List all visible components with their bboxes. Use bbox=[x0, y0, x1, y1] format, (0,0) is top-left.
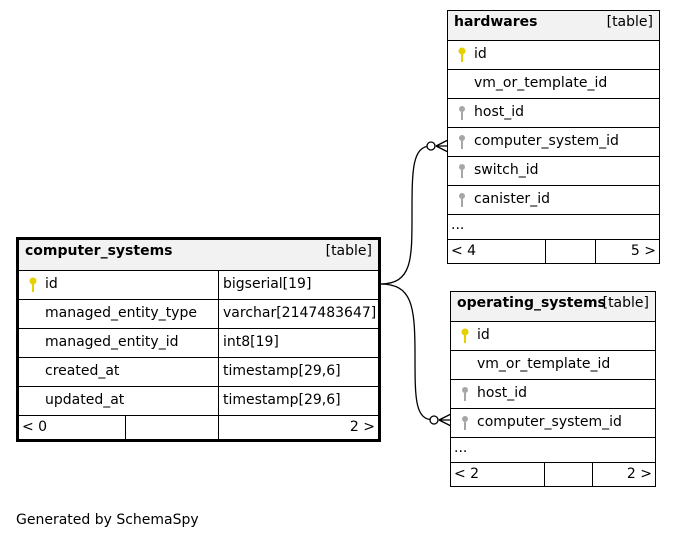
table-footer: < 0 2 > bbox=[19, 416, 378, 440]
column-type: varchar[2147483647] bbox=[218, 300, 378, 328]
foreign-key-icon bbox=[457, 105, 467, 125]
table-footer: < 4 5 > bbox=[448, 240, 659, 264]
table-hardwares[interactable]: hardwares [table] id vm_or_template_id h… bbox=[447, 10, 660, 264]
table-kind: [table] bbox=[325, 243, 372, 259]
column-name: updated_at bbox=[45, 392, 125, 408]
column-name: id bbox=[45, 276, 58, 292]
primary-key-icon bbox=[460, 328, 470, 348]
table-name: computer_systems bbox=[25, 243, 173, 259]
more-columns: ... bbox=[454, 440, 468, 456]
foreign-key-icon bbox=[457, 192, 467, 212]
table-header: operating_systems [table] bbox=[451, 292, 655, 322]
column-name: managed_entity_type bbox=[45, 305, 197, 321]
column-name: vm_or_template_id bbox=[477, 356, 611, 372]
column-row: computer_system_id bbox=[448, 128, 659, 157]
column-row: updated_at timestamp[29,6] bbox=[19, 387, 378, 416]
optional-marker bbox=[429, 415, 439, 425]
crowfoot-marker bbox=[435, 139, 449, 153]
column-type: timestamp[29,6] bbox=[218, 387, 378, 415]
relationship-line-operating-systems bbox=[379, 283, 435, 421]
parents-count[interactable]: < 4 bbox=[451, 243, 477, 259]
crowfoot-marker bbox=[438, 413, 452, 427]
more-columns-row: ... bbox=[448, 215, 659, 240]
column-name: computer_system_id bbox=[477, 414, 622, 430]
children-count[interactable]: 5 > bbox=[630, 243, 656, 259]
table-header: computer_systems [table] bbox=[19, 240, 378, 271]
children-count[interactable]: 2 > bbox=[349, 419, 375, 435]
column-row: id bbox=[448, 41, 659, 70]
column-type: bigserial[19] bbox=[218, 271, 378, 299]
column-name: managed_entity_id bbox=[45, 334, 179, 350]
foreign-key-icon bbox=[460, 386, 470, 406]
column-row: managed_entity_type varchar[2147483647] bbox=[19, 300, 378, 329]
generated-by-label: Generated by SchemaSpy bbox=[16, 512, 199, 528]
parents-count[interactable]: < 2 bbox=[454, 466, 480, 482]
column-name: host_id bbox=[474, 104, 524, 120]
column-name: canister_id bbox=[474, 191, 550, 207]
optional-marker bbox=[426, 141, 436, 151]
column-name: vm_or_template_id bbox=[474, 75, 608, 91]
table-computer-systems[interactable]: computer_systems [table] id bigserial[19… bbox=[16, 237, 381, 442]
column-name: host_id bbox=[477, 385, 527, 401]
primary-key-icon bbox=[457, 47, 467, 67]
column-row: host_id bbox=[448, 99, 659, 128]
table-footer: < 2 2 > bbox=[451, 463, 655, 487]
table-operating-systems[interactable]: operating_systems [table] id vm_or_templ… bbox=[450, 291, 656, 487]
column-name: id bbox=[477, 327, 490, 343]
footer-spacer bbox=[125, 416, 219, 440]
relationship-line-hardwares bbox=[379, 145, 432, 285]
column-name: switch_id bbox=[474, 162, 539, 178]
column-name: created_at bbox=[45, 363, 120, 379]
column-row: created_at timestamp[29,6] bbox=[19, 358, 378, 387]
column-type: int8[19] bbox=[218, 329, 378, 357]
table-kind: [table] bbox=[606, 14, 653, 30]
more-columns-row: ... bbox=[451, 438, 655, 463]
column-type: timestamp[29,6] bbox=[218, 358, 378, 386]
column-row: id bigserial[19] bbox=[19, 271, 378, 300]
table-name: hardwares bbox=[454, 14, 538, 30]
column-row: switch_id bbox=[448, 157, 659, 186]
more-columns: ... bbox=[451, 217, 465, 233]
foreign-key-icon bbox=[460, 415, 470, 435]
column-row: vm_or_template_id bbox=[451, 351, 655, 380]
column-row: id bbox=[451, 322, 655, 351]
column-row: host_id bbox=[451, 380, 655, 409]
parents-count[interactable]: < 0 bbox=[22, 419, 48, 435]
column-row: canister_id bbox=[448, 186, 659, 215]
footer-spacer bbox=[544, 463, 593, 487]
table-name: operating_systems bbox=[457, 295, 606, 311]
table-header: hardwares [table] bbox=[448, 11, 659, 41]
primary-key-icon bbox=[28, 277, 38, 297]
table-kind: [table] bbox=[602, 295, 649, 311]
foreign-key-icon bbox=[457, 134, 467, 154]
column-name: id bbox=[474, 46, 487, 62]
footer-spacer bbox=[545, 240, 596, 264]
column-name: computer_system_id bbox=[474, 133, 619, 149]
column-row: managed_entity_id int8[19] bbox=[19, 329, 378, 358]
column-row: vm_or_template_id bbox=[448, 70, 659, 99]
children-count[interactable]: 2 > bbox=[626, 466, 652, 482]
column-row: computer_system_id bbox=[451, 409, 655, 438]
foreign-key-icon bbox=[457, 163, 467, 183]
